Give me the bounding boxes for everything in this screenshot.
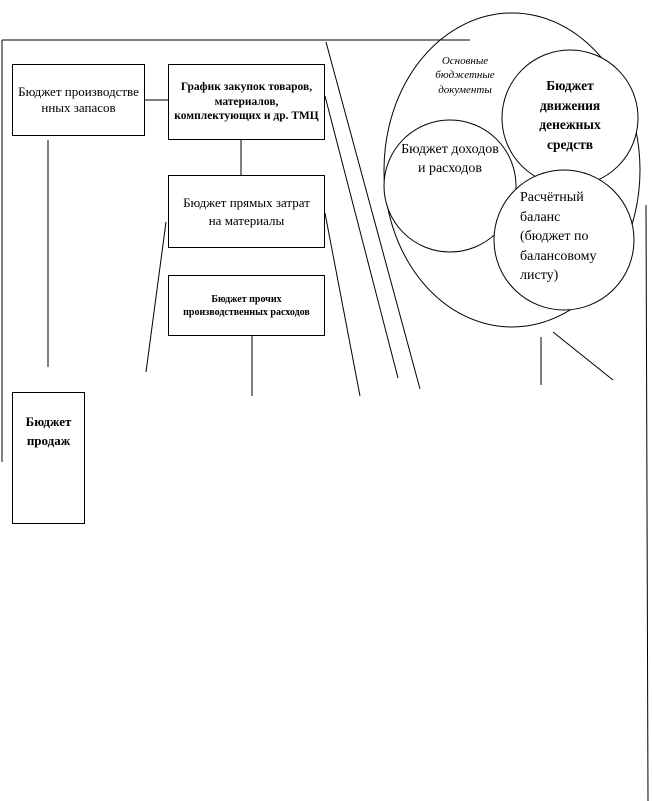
diagonal-line-a [325, 41, 421, 390]
connector-direct-diag [145, 221, 167, 373]
balance-sheet-label: Расчётный баланс (бюджет по балансовому … [520, 190, 597, 284]
diagonal-line-c [324, 212, 361, 397]
production-stock-budget-box: Бюджет производственных запасов [12, 64, 145, 136]
balance-sheet-circle [493, 169, 635, 311]
cash-flow-budget-label: Бюджет движения денежных средств [539, 78, 601, 152]
ellipse-diag-line [552, 331, 614, 381]
income-expense-budget-label: Бюджет доходов и расходов [401, 142, 499, 176]
direct-material-costs-box: Бюджет прямых затрат на материалы [168, 175, 325, 248]
purchase-schedule-label: График закупок товаров, материалов, комп… [174, 80, 319, 123]
other-production-costs-label: Бюджет прочих производственных расходов [183, 293, 310, 318]
sales-budget-box: Бюджет продаж [12, 392, 85, 524]
production-stock-budget-label: Бюджет производственных запасов [18, 84, 139, 115]
sales-budget-label: Бюджет продаж [25, 414, 72, 448]
direct-material-costs-label: Бюджет прямых затрат на материалы [183, 194, 310, 228]
diagonal-line-b [324, 95, 399, 379]
right-frame-line [645, 204, 649, 801]
purchase-schedule-box: График закупок товаров, материалов, комп… [168, 64, 325, 140]
income-expense-circle [383, 119, 517, 253]
main-documents-caption: Основные бюджетные документы [435, 55, 495, 96]
main-documents-ellipse [383, 12, 641, 328]
other-production-costs-box: Бюджет прочих производственных расходов [168, 275, 325, 336]
